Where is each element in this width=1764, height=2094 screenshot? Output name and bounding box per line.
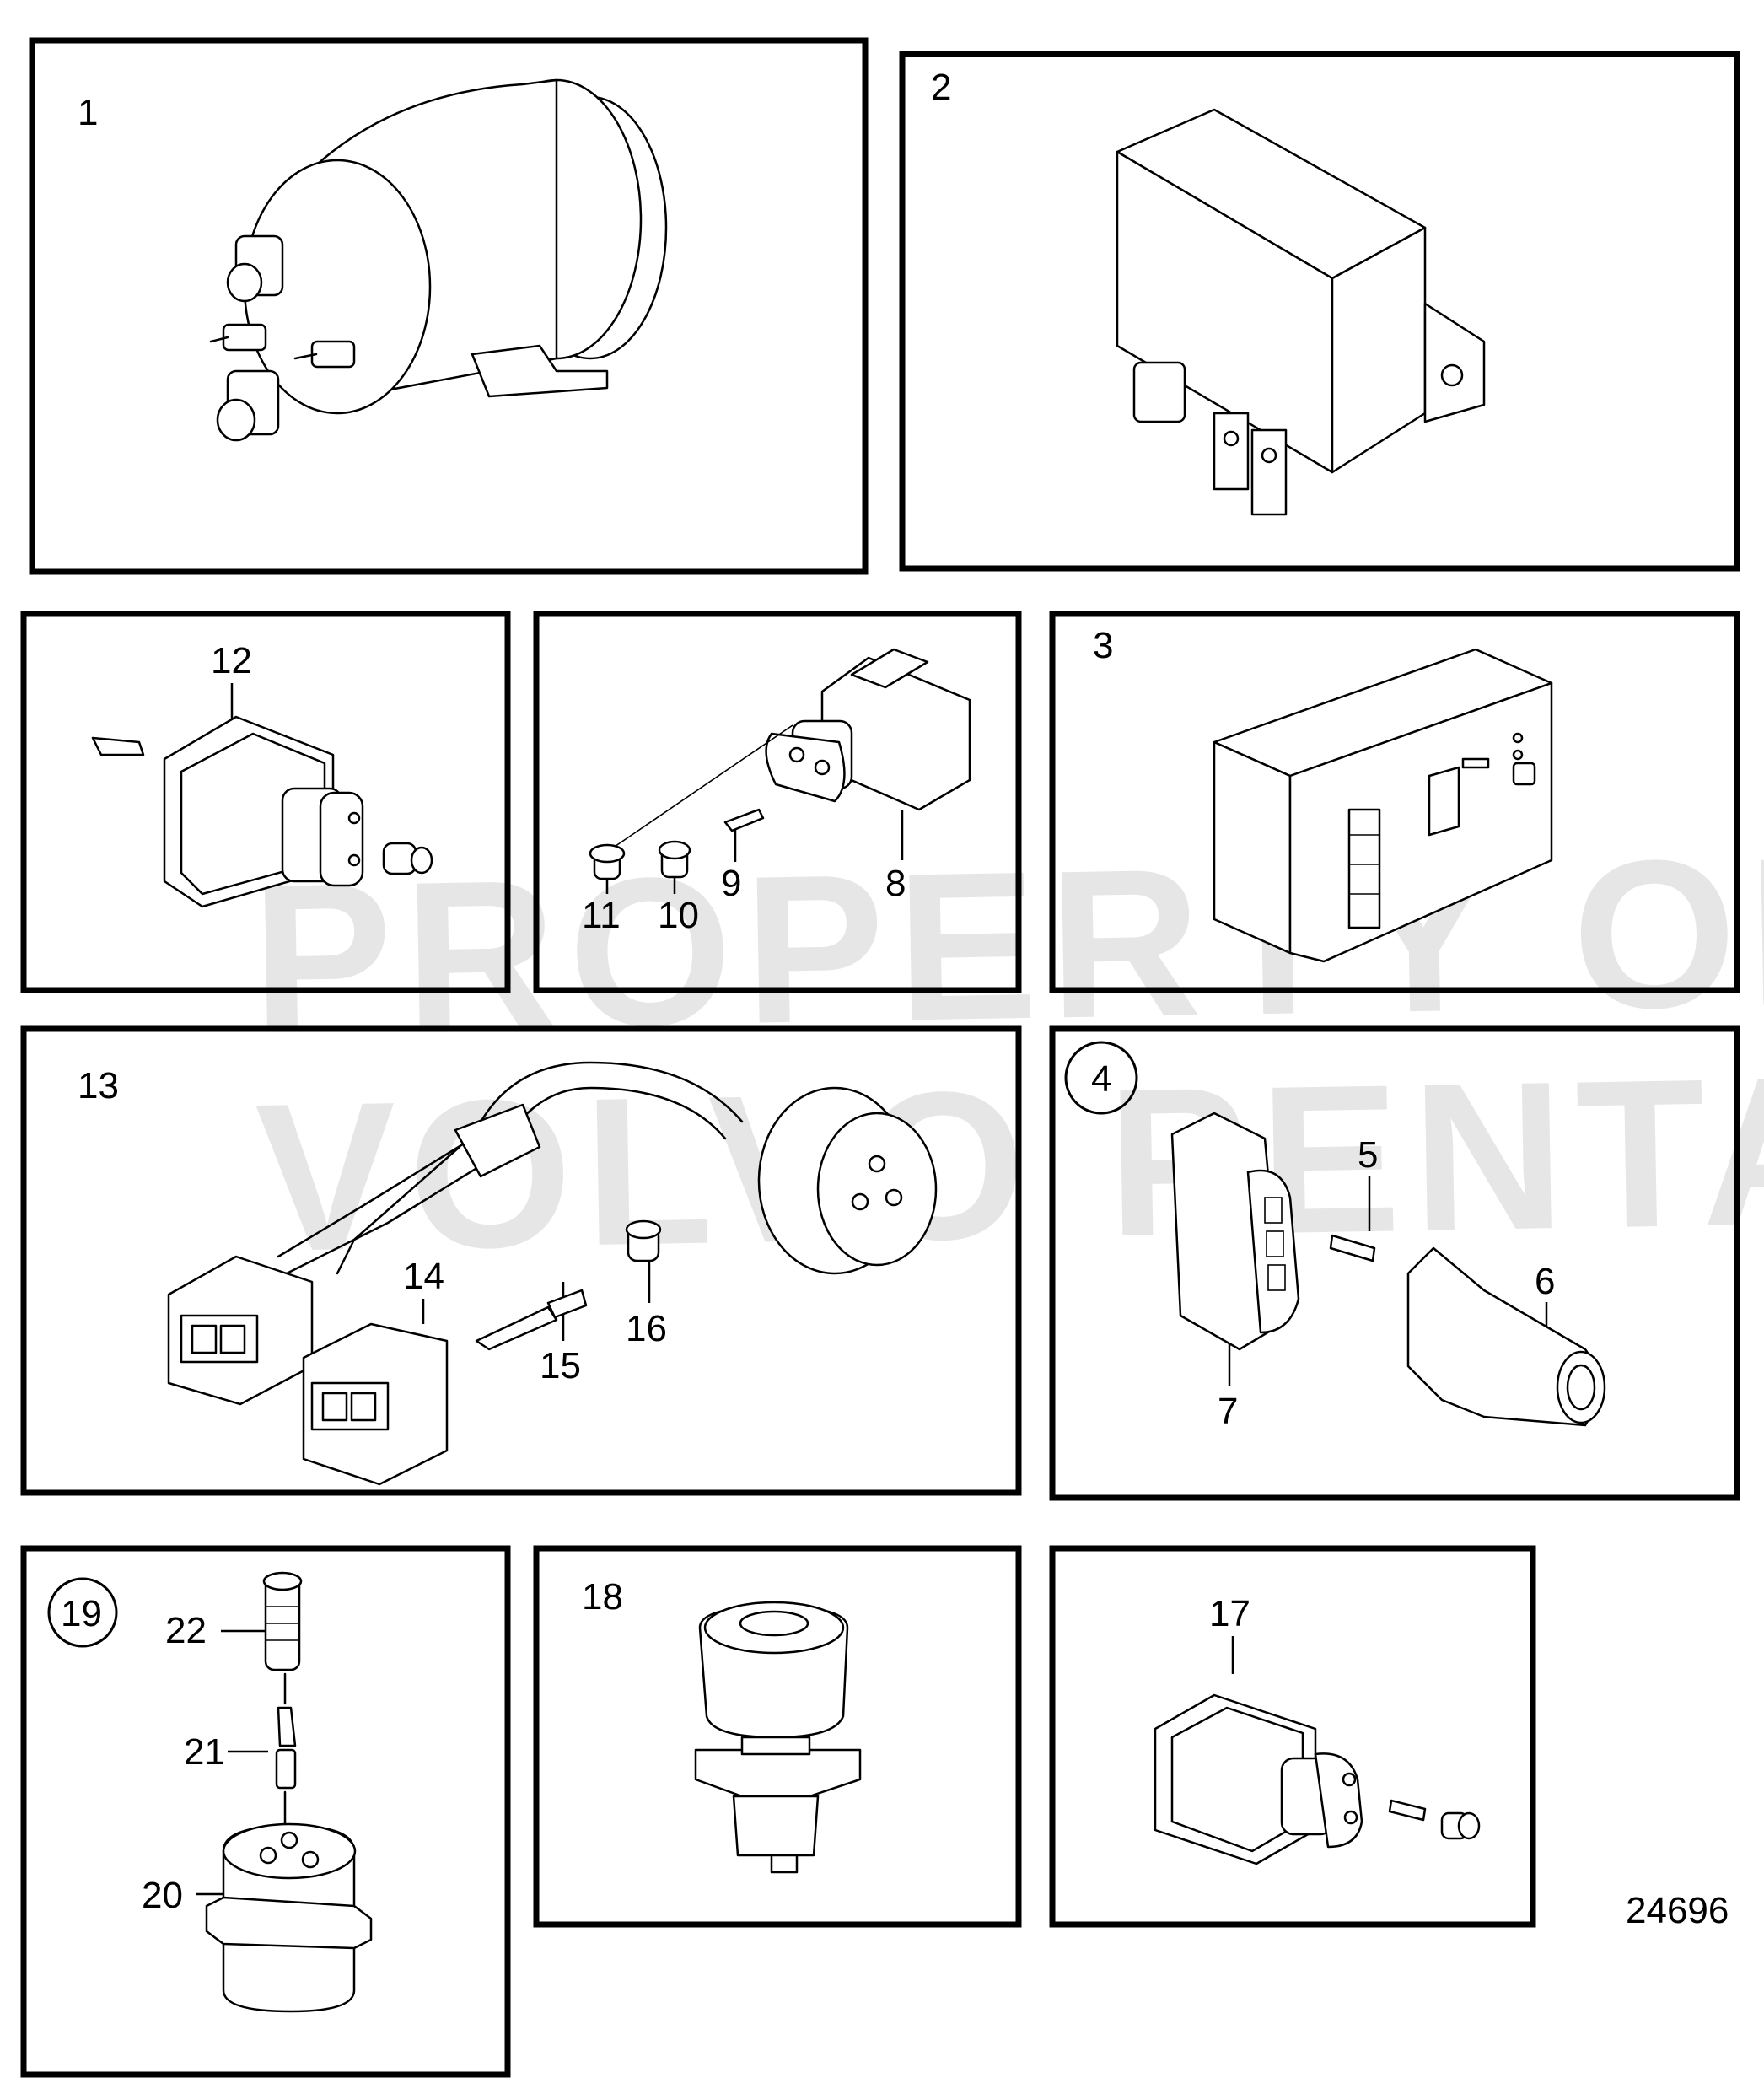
- label-15: 15: [540, 1345, 581, 1386]
- plug-socket-part: [589, 648, 971, 880]
- panel-3: 3: [1049, 611, 1740, 993]
- label-17: 17: [1209, 1593, 1250, 1634]
- grommet-22-part: [262, 1571, 303, 1671]
- panel-4: 4 5 6 7: [1049, 1025, 1740, 1501]
- label-22: 22: [165, 1610, 207, 1651]
- drawing-number: 24696: [1626, 1890, 1729, 1931]
- label-4-circle: [1064, 1041, 1138, 1115]
- label-5: 5: [1358, 1134, 1378, 1176]
- label-19-circle: [47, 1577, 118, 1648]
- cable-harness-part: [167, 1061, 938, 1486]
- label-9: 9: [721, 863, 741, 904]
- panel-18: 18: [533, 1545, 1022, 1928]
- panel-8: 8 9 10 11: [533, 611, 1022, 993]
- panel-2: 2: [899, 51, 1740, 572]
- connector-17-part: [1154, 1693, 1481, 1865]
- fuse-holder-part: [694, 1601, 862, 1874]
- panel-1: 1: [29, 37, 869, 575]
- label-7: 7: [1218, 1391, 1238, 1432]
- label-8: 8: [885, 863, 906, 904]
- label-11: 11: [582, 895, 621, 936]
- label-12: 12: [211, 640, 252, 681]
- connector-7-part: [1170, 1112, 1300, 1351]
- label-19: 19: [61, 1593, 102, 1634]
- label-4: 4: [1091, 1058, 1111, 1100]
- connector-housing-part: [91, 715, 433, 908]
- terminal-5-part: [1329, 1234, 1376, 1262]
- panel-13: 13 14 15 16: [20, 1025, 1022, 1496]
- label-10: 10: [658, 895, 699, 936]
- watermark: PROPERTY OF VOLVO PENTA: [250, 812, 1764, 1295]
- panel-17: 17: [1049, 1545, 1536, 1928]
- label-13: 13: [78, 1065, 119, 1106]
- solenoid-part: [209, 78, 668, 442]
- panel-12: 12: [20, 611, 511, 993]
- label-2: 2: [931, 67, 951, 108]
- label-14: 14: [403, 1256, 444, 1297]
- control-unit-part: [1213, 648, 1553, 963]
- label-3: 3: [1093, 625, 1113, 666]
- socket-20-part: [205, 1822, 373, 2013]
- label-1: 1: [78, 92, 98, 133]
- label-18: 18: [582, 1576, 623, 1618]
- relay-box-part: [1116, 108, 1486, 516]
- boot-6-part: [1406, 1246, 1606, 1427]
- terminal-21-part: [275, 1706, 297, 1790]
- label-16: 16: [626, 1308, 667, 1349]
- label-21: 21: [184, 1731, 225, 1773]
- panel-19: 19 22 21 20: [20, 1545, 511, 2078]
- label-6: 6: [1535, 1261, 1555, 1302]
- label-20: 20: [142, 1875, 183, 1916]
